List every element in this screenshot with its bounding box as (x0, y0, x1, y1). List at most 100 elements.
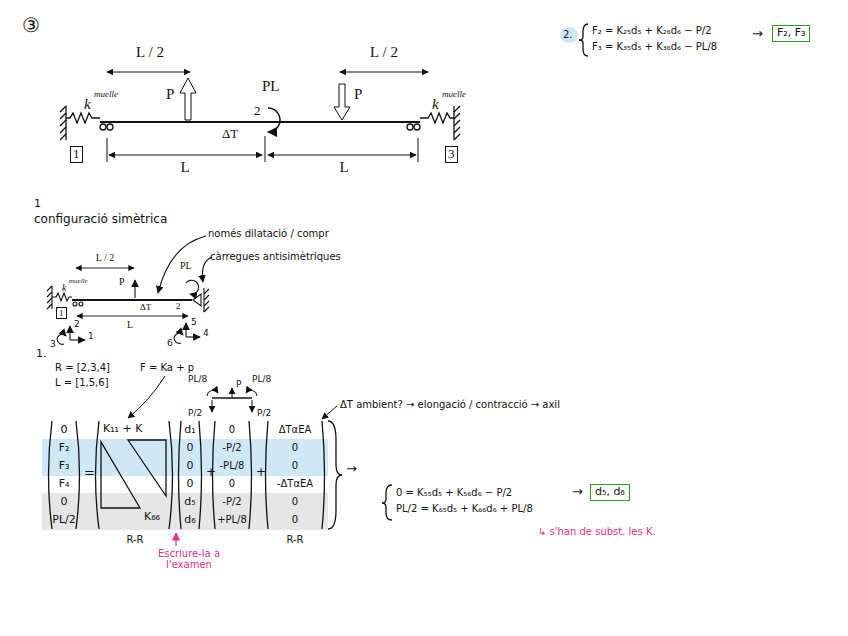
load-sketch (207, 388, 257, 412)
annotation-text: 0 (187, 460, 194, 472)
matrix-brackets-part (179, 421, 182, 529)
half-beam-figure-part (72, 299, 192, 301)
node-label: 1 (73, 147, 80, 162)
beam-figure-part (418, 138, 419, 162)
annotation-text: P (119, 276, 125, 287)
half-beam-figure-part (76, 268, 134, 269)
half-beam-figure-part (134, 280, 135, 298)
half-beam-figure-part (70, 339, 85, 340)
beam-figure-part (180, 78, 196, 120)
load-sketch-part (207, 390, 218, 396)
annotation-text: 0 (292, 514, 298, 525)
annotation-text: P (354, 86, 362, 103)
annotation-text: càrregues antisimètriques (210, 251, 341, 262)
half-beam-figure-part (57, 334, 66, 344)
beam-figure-part (340, 72, 428, 73)
annotation-text: → (572, 485, 583, 499)
annotation-text: F₃ (59, 460, 70, 472)
result-box: d₅, d₆ (590, 484, 630, 501)
matrix-brackets-part (128, 376, 165, 418)
annotation-text: R = [2,3,4] (55, 362, 110, 373)
half-beam-figure-part (52, 293, 72, 301)
half-beam-figure-part (47, 286, 52, 309)
beam-figure-part (454, 106, 460, 140)
half-beam-figure-part (193, 294, 201, 306)
matrix-brackets-part (382, 485, 392, 520)
annotation-text: K₁₁ + K (103, 423, 142, 435)
annotation-text: muelle (94, 90, 118, 100)
matrix-brackets-part (322, 421, 325, 529)
annotation-text: F₃ = K₃₅d₅ + K₃₆d₆ − PL/8 (592, 41, 717, 52)
annotation-text: F₄ (59, 478, 70, 490)
annotation-text: 0 (61, 496, 68, 508)
annotation-text: ③ (22, 14, 40, 36)
beam-figure (60, 72, 460, 162)
annotation-text: 0 (229, 424, 235, 435)
annotation-text: F = Ka + p (140, 362, 194, 373)
matrix-brackets-part (322, 406, 337, 419)
annotation-text: 4 (203, 329, 209, 339)
beam-figure-part (268, 155, 416, 156)
annotation-text: PL/8 (252, 375, 271, 385)
annotation-text: 2 (176, 302, 181, 312)
node-label: d₅, d₆ (595, 486, 625, 499)
annotation-text: -P/2 (222, 442, 241, 453)
annotation-text: L (339, 159, 348, 176)
annotation-text: k (84, 96, 91, 113)
annotation-text: L / 2 (370, 44, 398, 61)
annotation-text: P (236, 380, 241, 390)
annotation-text: 5 (191, 318, 197, 328)
half-beam-figure-part (158, 236, 206, 293)
annotation-text: -PL/8 (220, 460, 245, 471)
load-sketch-part (246, 390, 257, 396)
annotation-text: 1 (34, 198, 41, 210)
annotation-text: PL/2 (52, 514, 75, 526)
node-label: F₂, F₃ (777, 27, 805, 40)
annotation-text: d₅ (184, 496, 195, 508)
matrix-brackets-part (76, 421, 80, 529)
annotation-text: K₆₆ (144, 511, 160, 523)
annotation-text: ΔT (140, 303, 151, 313)
half-beam-figure-part (185, 323, 186, 337)
node-label: 1 (59, 308, 64, 318)
annotation-text: P/2 (257, 409, 271, 419)
annotation-text: P (166, 86, 174, 103)
annotation-text: 3 (50, 340, 56, 350)
beam-figure-part (107, 138, 108, 162)
annotation-text: PL (262, 78, 280, 95)
annotation-text: P/2 (188, 409, 202, 419)
annotation-text: muelle (442, 90, 466, 100)
annotation-text: PL (180, 260, 192, 271)
matrix-brackets-part (169, 421, 173, 529)
annotation-text: 0 (292, 442, 298, 453)
node-number-box: 1 (56, 307, 67, 319)
node-number-box: 1 (70, 146, 83, 163)
annotation-text: L (127, 319, 133, 330)
annotation-text: 0 (187, 442, 194, 454)
annotation-text: 0 (229, 478, 235, 489)
annotation-text: k (62, 282, 66, 293)
matrix-brackets-part (249, 421, 252, 529)
beam-figure-part (420, 113, 454, 123)
beam-figure-part (100, 121, 420, 123)
half-beam-figure (47, 236, 212, 344)
matrix-brackets (49, 24, 589, 529)
annotation-text: + (206, 466, 216, 479)
matrix-brackets-part (49, 421, 53, 529)
beam-figure-part (407, 124, 413, 130)
annotation-text: R-R (126, 534, 143, 545)
matrix-brackets-part (96, 421, 100, 529)
annotation-text: ↳ s'han de subst. les K. (538, 526, 656, 537)
half-beam-figure-part (174, 333, 183, 343)
matrix-brackets-part (328, 421, 342, 529)
annotation-text: PL/2 = K₆₅d₅ + K₆₆d₆ + PL/8 (396, 503, 533, 514)
annotation-text: 2 (74, 320, 80, 330)
annotation-text: 0 (292, 496, 298, 507)
annotation-text: F₂ = K₂₅d₅ + K₂₆d₆ − P/2 (592, 25, 712, 36)
matrix-brackets-part (199, 421, 202, 529)
row-highlight-part (42, 493, 328, 530)
half-beam-figure-part (69, 326, 70, 340)
annotation-text: d₆ (184, 514, 195, 526)
half-beam-figure-part (73, 302, 77, 306)
load-sketch-part (212, 400, 213, 412)
